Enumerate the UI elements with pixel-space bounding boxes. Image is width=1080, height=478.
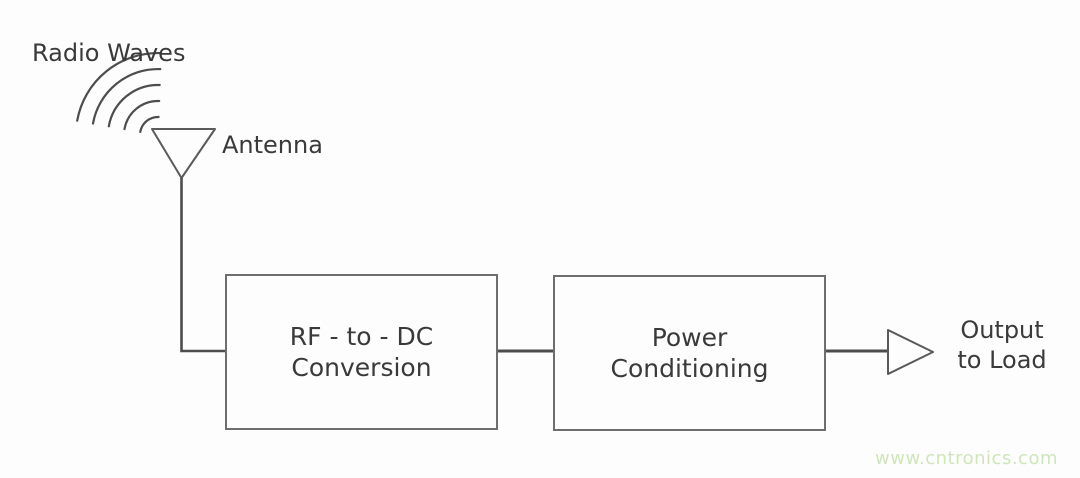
radio-wave-arc (91, 67, 162, 125)
watermark-text: www.cntronics.com (875, 448, 1058, 469)
antenna-icon (151, 128, 216, 179)
output-to-load-label: Output to Load (942, 315, 1062, 375)
radio-waves-icon (76, 51, 162, 133)
radio-waves-label: Radio Waves (32, 39, 186, 67)
radio-wave-arc (107, 83, 161, 128)
block-label-line: Power (651, 323, 728, 352)
block-label-line: Conditioning (610, 354, 769, 383)
radio-wave-arc (123, 99, 161, 131)
block-rf-to-dc-conversion: RF - to - DC Conversion (225, 274, 498, 430)
block-power-conditioning: Power Conditioning (553, 275, 826, 431)
output-arrow-icon (887, 329, 934, 375)
radio-wave-arc (139, 115, 160, 133)
radio-wave-arc (76, 51, 162, 122)
output-label-line2: to Load (957, 346, 1047, 374)
output-label-line1: Output (960, 316, 1044, 344)
antenna-feed-line (180, 178, 225, 353)
block-label-line: RF - to - DC (289, 322, 434, 351)
antenna-label: Antenna (222, 131, 323, 159)
block-label-line: Conversion (291, 353, 432, 382)
